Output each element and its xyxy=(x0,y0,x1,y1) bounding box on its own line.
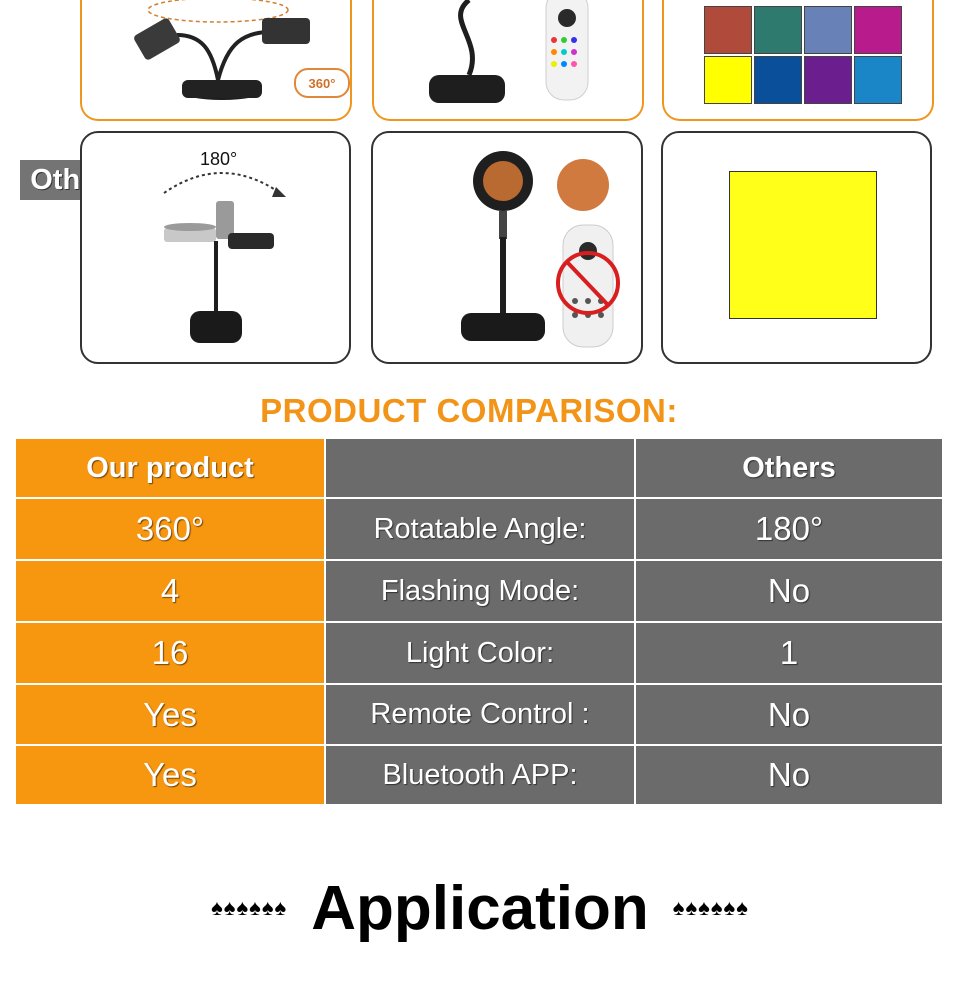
color-swatch xyxy=(854,6,902,54)
rotation-360-badge: 360° xyxy=(294,68,350,98)
row-others-value: No xyxy=(636,561,942,621)
color-swatch xyxy=(854,56,902,104)
others-lamp-rotation-panel: 180° xyxy=(80,131,351,364)
rotation-360-label: 360° xyxy=(308,75,336,91)
spade-ornament-right: ♠♠♠♠♠♠ xyxy=(672,895,749,920)
row-feature-label: Bluetooth APP: xyxy=(326,746,634,804)
spade-ornament-left: ♠♠♠♠♠♠ xyxy=(211,895,288,920)
row-others-value: 1 xyxy=(636,623,942,683)
row-ours-value: 16 xyxy=(16,623,324,683)
lamp-illustration xyxy=(134,0,310,100)
row-ours-value: Yes xyxy=(16,746,324,804)
row-ours-value: Yes xyxy=(16,685,324,744)
comparison-table: Our product Others 360° Rotatable Angle:… xyxy=(16,439,942,804)
color-swatch xyxy=(804,56,852,104)
header-others: Others xyxy=(636,439,942,497)
row-feature-label: Flashing Mode: xyxy=(326,561,634,621)
our-lamp-rotation-panel: 360° xyxy=(80,0,352,121)
row-feature-label: Light Color: xyxy=(326,623,634,683)
others-lamp-and-remote-illustration xyxy=(461,151,620,348)
color-swatch xyxy=(804,6,852,54)
others-single-color-panel xyxy=(661,131,932,364)
header-feature xyxy=(326,439,634,497)
row-others-value: No xyxy=(636,685,942,744)
color-swatch xyxy=(754,56,802,104)
color-swatch-grid xyxy=(704,6,904,104)
row-feature-label: Rotatable Angle: xyxy=(326,499,634,559)
application-title: Application xyxy=(311,873,649,943)
single-color-swatch xyxy=(729,171,877,319)
color-swatch xyxy=(704,56,752,104)
others-lamp-illustration xyxy=(163,172,286,343)
our-lamp-remote-panel xyxy=(372,0,644,121)
row-others-value: No xyxy=(636,746,942,804)
color-swatch xyxy=(704,6,752,54)
lamp-and-remote-illustration xyxy=(429,0,589,103)
row-feature-label: Remote Control : xyxy=(326,685,634,744)
header-our-product: Our product xyxy=(16,439,324,497)
rotation-180-label: 180° xyxy=(200,149,238,169)
row-ours-value: 4 xyxy=(16,561,324,621)
row-ours-value: 360° xyxy=(16,499,324,559)
application-heading: ♠♠♠♠♠♠ Application ♠♠♠♠♠♠ xyxy=(0,868,960,948)
prohibited-icon xyxy=(556,251,620,315)
others-lamp-remote-panel xyxy=(371,131,643,364)
color-swatch xyxy=(754,6,802,54)
our-color-palette-panel xyxy=(662,0,934,121)
comparison-title: PRODUCT COMPARISON: xyxy=(260,392,678,429)
row-others-value: 180° xyxy=(636,499,942,559)
